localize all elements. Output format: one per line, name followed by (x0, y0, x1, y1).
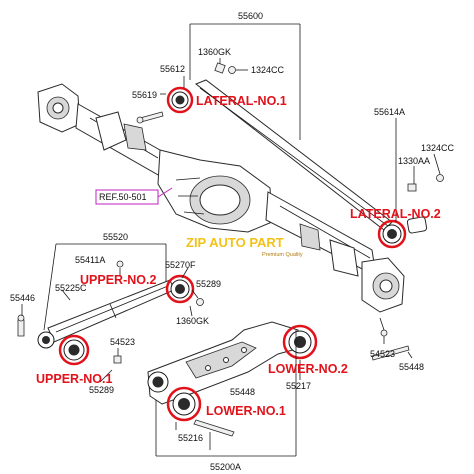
lower-arm (147, 321, 301, 405)
label-55217: 55217 (286, 381, 311, 391)
nut-54523-left (113, 355, 122, 364)
label-54523-right: 54523 (370, 349, 395, 359)
bushing-lateral-2 (377, 219, 407, 249)
label-55216: 55216 (178, 433, 203, 443)
label-55200a: 55200A (210, 462, 241, 472)
label-55600: 55600 (238, 11, 263, 21)
bushing-callouts: LATERAL-NO.1 LATERAL-NO.2 UPPER-NO.2 UPP… (36, 94, 441, 418)
label-1324cc-top: 1324CC (251, 65, 285, 75)
label-1324cc-right: 1324CC (421, 143, 455, 153)
bolt-55446 (17, 314, 25, 337)
nut-55289-mid (196, 298, 204, 306)
label-55448-mid: 55448 (230, 387, 255, 397)
watermark-name: ZIP AUTO PART (186, 235, 284, 250)
bushing-upper-1 (37, 331, 90, 366)
leader-lines (21, 23, 441, 457)
bolt-55619 (136, 111, 164, 124)
callout-upper-1: UPPER-NO.1 (36, 372, 112, 386)
reference-label[interactable]: REF.50-501 (95, 187, 173, 205)
label-1360gk-top: 1360GK (198, 47, 231, 57)
label-55411a: 55411A (75, 255, 105, 265)
reference-text: REF.50-501 (99, 192, 147, 202)
watermark-tagline: Premium Quality (262, 252, 303, 258)
label-55520: 55520 (103, 232, 128, 242)
label-55270f: 55270F (165, 260, 196, 270)
label-55289-left: 55289 (89, 385, 114, 395)
part-number-labels: 55600 1360GK 55612 1324CC 55619 55614A 1… (10, 11, 455, 472)
callout-lower-1: LOWER-NO.1 (206, 404, 286, 418)
label-54523-left: 54523 (110, 337, 135, 347)
top-nut-set (214, 62, 236, 74)
callout-lower-2: LOWER-NO.2 (268, 362, 348, 376)
label-55446: 55446 (10, 293, 35, 303)
bolt-55448-right (371, 345, 410, 361)
bolt-55411a (116, 260, 124, 268)
callout-lateral-1: LATERAL-NO.1 (196, 94, 287, 108)
right-nut-set (407, 174, 444, 192)
bushing-upper-2 (165, 274, 195, 304)
callout-lateral-2: LATERAL-NO.2 (350, 207, 441, 221)
label-55448-right: 55448 (399, 362, 424, 372)
watermark: ZIP AUTO PART Premium Quality (186, 235, 303, 258)
label-1360gk-mid: 1360GK (176, 316, 209, 326)
bolt-55448-mid (193, 419, 235, 437)
label-55225c: 55225C (55, 283, 87, 293)
bushing-lateral-1 (166, 86, 194, 114)
label-55289-mid: 55289 (196, 279, 221, 289)
bushing-lower-2 (282, 324, 318, 360)
callout-upper-2: UPPER-NO.2 (80, 273, 156, 287)
label-55612: 55612 (160, 64, 185, 74)
label-55614a: 55614A (374, 107, 405, 117)
label-55619: 55619 (132, 90, 157, 100)
bushing-lower-1 (147, 371, 202, 422)
rear-axle-assembly (37, 83, 405, 337)
label-1330aa: 1330AA (398, 156, 430, 166)
